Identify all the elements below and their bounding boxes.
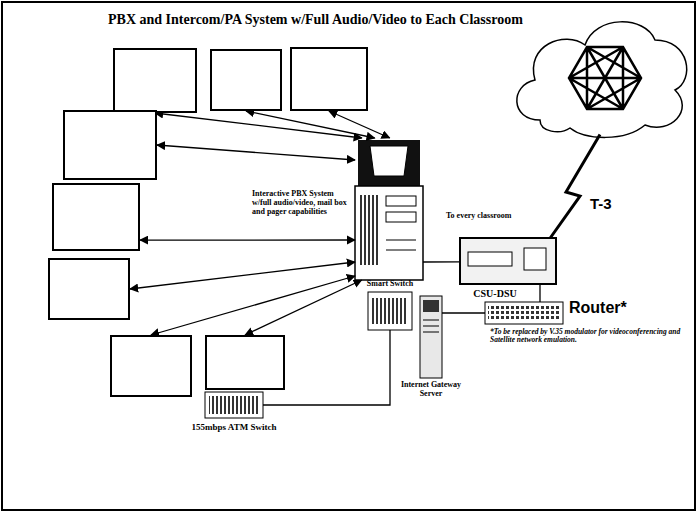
connector-line <box>245 280 362 335</box>
connector-line <box>539 284 540 302</box>
pbx-label: Interactive PBX System w/full audio/vide… <box>252 190 352 217</box>
connector-line <box>442 312 485 313</box>
network-cloud <box>515 12 690 137</box>
connector-line <box>130 262 355 289</box>
connector-line <box>157 145 355 160</box>
connector-line <box>140 239 355 240</box>
classroom-box <box>113 48 197 113</box>
pbx-system: Interactive PBX System w/full audio/vide… <box>355 138 423 280</box>
smart-switch: Smart Switch <box>368 290 412 330</box>
diagram-title: PBX and Intercom/PA System w/Full Audio/… <box>108 12 528 28</box>
classroom-box <box>110 335 192 397</box>
note-label: To every classroom <box>446 212 536 221</box>
device-label: Router* <box>569 299 659 317</box>
connector-line <box>329 111 390 138</box>
router: Router* <box>485 302 563 324</box>
connector-line <box>155 113 362 138</box>
edge-label: T-3 <box>590 196 630 213</box>
classroom-box <box>63 110 157 180</box>
csu-dsu: CSU-DSU <box>460 238 556 284</box>
t3-link <box>550 135 600 239</box>
gateway-server: Internet Gateway Server <box>420 296 442 378</box>
device-label: Smart Switch <box>358 280 422 289</box>
atm-switch: 155mbps ATM Switch <box>205 392 263 418</box>
device-label: CSU-DSU <box>455 288 535 299</box>
connector-line <box>423 261 460 262</box>
connector-line <box>246 111 375 138</box>
classroom-box <box>205 335 285 390</box>
classroom-box <box>48 258 130 320</box>
device-label: Internet Gateway Server <box>398 381 464 399</box>
classroom-box <box>52 183 140 251</box>
classroom-box <box>290 47 368 111</box>
footnote: *To be replaced by V.35 modulator for vi… <box>490 328 690 345</box>
device-label: 155mbps ATM Switch <box>184 422 284 432</box>
classroom-box <box>210 49 282 111</box>
connector-line <box>151 276 355 335</box>
